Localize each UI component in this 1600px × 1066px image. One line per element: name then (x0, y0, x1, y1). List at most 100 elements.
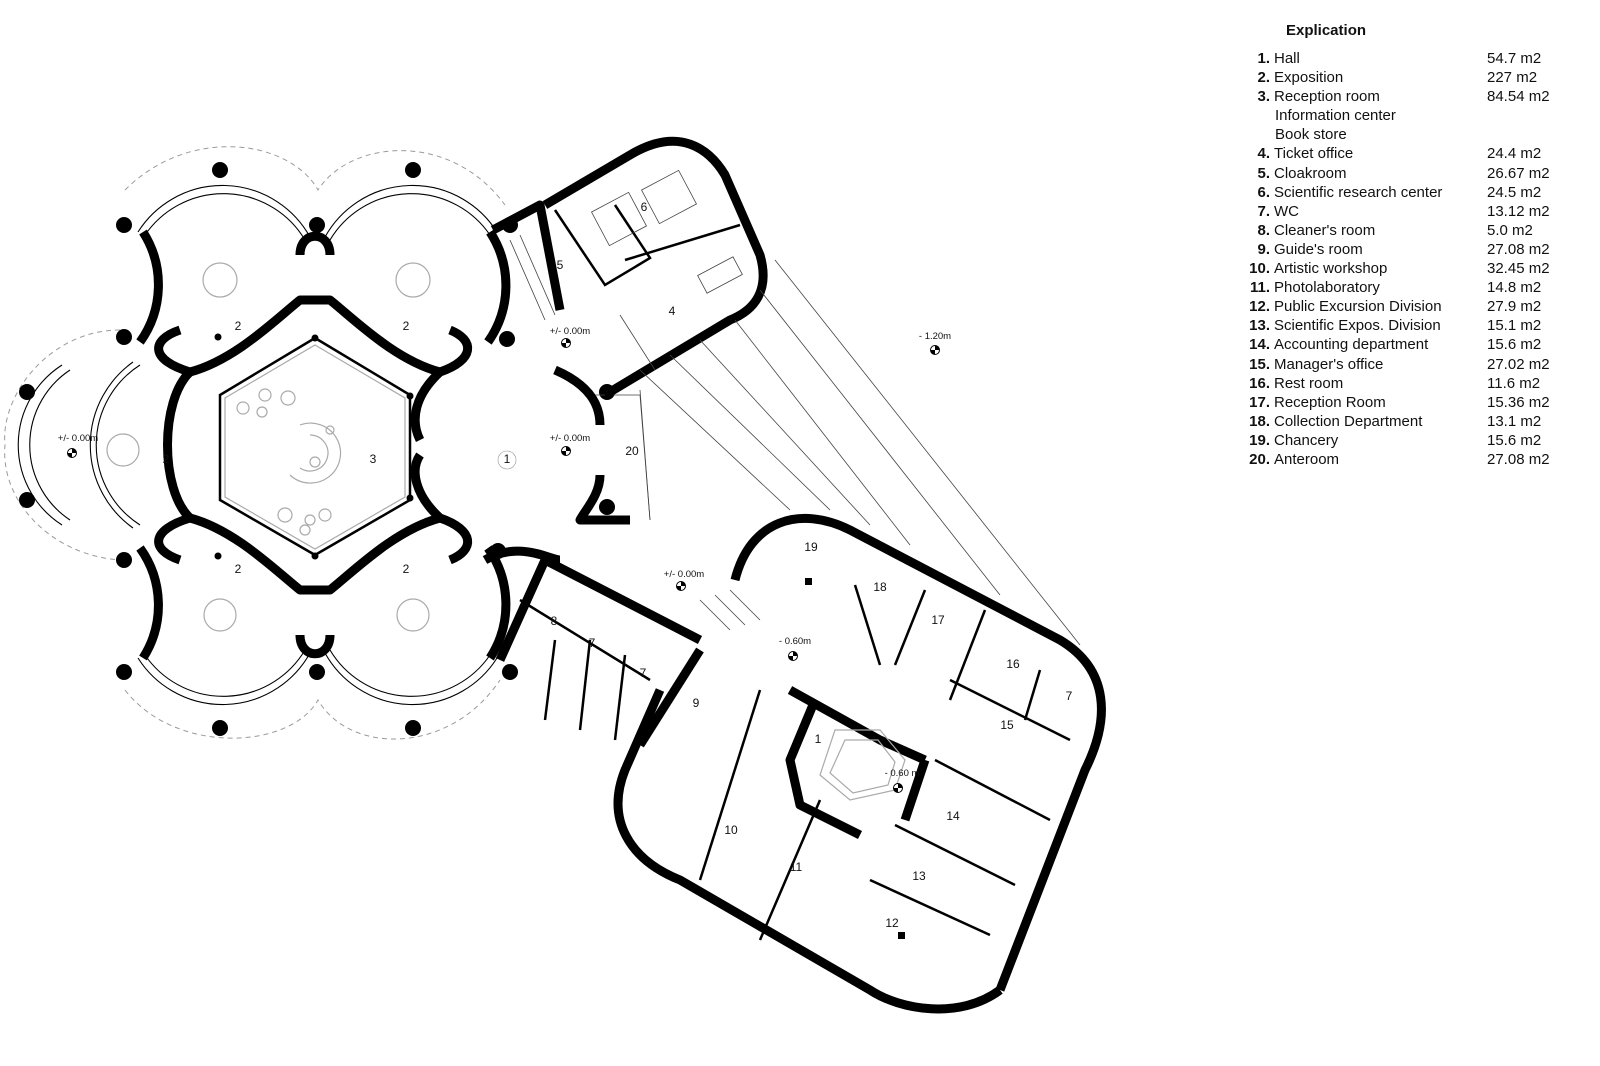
room-name: Cleaner's room (1274, 221, 1376, 239)
room-label: 2 (235, 562, 242, 576)
room-area: 24.5 m2 (1487, 183, 1542, 201)
room-number: 16. (1249, 374, 1270, 392)
room-area: 27.02 m2 (1487, 355, 1550, 373)
explication-row: 9.Guide's room 27.08 m2 (1242, 240, 1592, 259)
room-area: 27.08 m2 (1487, 450, 1550, 468)
room-area: 13.1 m2 (1487, 412, 1542, 430)
explication-row: 2.Exposition 227 m2 (1242, 68, 1592, 87)
room-area: 11.6 m2 (1487, 374, 1541, 392)
room-area: 5.0 m2 (1487, 221, 1533, 239)
room-number: 4. (1257, 145, 1270, 163)
room-name: Photolaboratory (1274, 279, 1380, 297)
room-label: 8 (551, 614, 558, 628)
explication-title: Explication (1286, 22, 1367, 39)
room-number: 1. (1257, 50, 1270, 67)
room-number: 3. (1257, 88, 1270, 106)
room-number: 8. (1257, 221, 1270, 239)
room-area: 54.7 m2 (1487, 50, 1542, 67)
explication-row: 7.WC 13.12 m2 (1242, 202, 1592, 221)
svg-text:+/- 0.00m: +/- 0.00m (58, 433, 98, 444)
room-name: Scientific research center (1274, 183, 1443, 201)
room-name: Reception Room (1274, 393, 1386, 411)
room-name: Anteroom (1274, 450, 1340, 468)
explication-row: 18.Collection Department 13.1 m2 (1242, 412, 1592, 431)
room-label: 15 (1000, 718, 1014, 732)
room-number: 17. (1249, 393, 1270, 411)
room-subname: Information center (1275, 107, 1396, 125)
room-label: 11 (790, 860, 803, 874)
room-name: Manager's office (1274, 355, 1384, 373)
room-name: Guide's room (1274, 240, 1363, 258)
room-label: 10 (724, 823, 738, 837)
room-labels: 1 2 2 2 2 2 3 4 5 6 7 7 7 8 9 10 1 11 12… (163, 200, 1073, 930)
level-marker: +/- 0.00m (550, 433, 590, 456)
svg-text:+/- 0.00m: +/- 0.00m (550, 433, 590, 444)
room-area: 24.4 m2 (1487, 145, 1542, 163)
room-area: 15.6 m2 (1487, 336, 1542, 354)
room-label: 2 (235, 319, 242, 333)
room-number: 9. (1257, 240, 1270, 258)
room-area: 27.08 m2 (1487, 240, 1550, 258)
level-marker: +/- 0.00m (58, 433, 98, 458)
explication-row: 6.Scientific research center 24.5 m2 (1242, 183, 1592, 202)
room-number: 11. (1249, 279, 1270, 297)
lower-block (495, 513, 1106, 1014)
room-name: Ticket office (1274, 145, 1354, 163)
room-label: 17 (931, 613, 945, 627)
room-label: 18 (873, 580, 887, 594)
room-number: 19. (1249, 431, 1270, 449)
floor-plan: 1 2 2 2 2 2 3 4 5 6 7 7 7 8 9 10 1 11 12… (4, 136, 1106, 1014)
dashed-outline (4, 146, 506, 740)
room-label: 2 (403, 562, 410, 576)
room-label: 1 (504, 452, 511, 466)
room-name: Chancery (1274, 431, 1339, 449)
room-area: 15.36 m2 (1487, 393, 1550, 411)
room-name: Exposition (1274, 69, 1344, 87)
room-label: 12 (885, 916, 899, 930)
room-label: 6 (641, 200, 648, 214)
room-number: 7. (1257, 202, 1270, 220)
room-label: 4 (669, 304, 676, 318)
room-label: 5 (557, 258, 564, 272)
room-name: Collection Department (1274, 412, 1423, 430)
room-subname: Book store (1275, 126, 1347, 144)
room-label: 7 (1066, 689, 1073, 703)
room-label: 2 (163, 452, 170, 466)
room-number: 13. (1249, 317, 1270, 335)
room-area: 84.54 m2 (1487, 88, 1550, 106)
room-name: WC (1274, 202, 1299, 220)
explication-row: 8.Cleaner's room 5.0 m2 (1242, 221, 1592, 240)
room-area: 13.12 m2 (1487, 202, 1550, 220)
room-area: 15.6 m2 (1487, 431, 1542, 449)
room-name: Cloakroom (1274, 164, 1347, 182)
svg-text:+/- 0.00m: +/- 0.00m (550, 326, 590, 337)
room-label: 20 (625, 444, 639, 458)
room-label: 1 (815, 732, 822, 746)
room-area: 32.45 m2 (1487, 260, 1550, 278)
room-number: 5. (1257, 164, 1270, 182)
room-number: 15. (1249, 355, 1270, 373)
room-label: 9 (693, 696, 700, 710)
room-name: Public Excursion Division (1274, 298, 1442, 316)
room-name: Reception room (1274, 88, 1380, 106)
room-name: Artistic workshop (1274, 260, 1388, 278)
svg-text:- 1.20m: - 1.20m (919, 331, 951, 342)
level-marker: - 0.60 m (885, 768, 920, 793)
room-number: 6. (1257, 183, 1270, 201)
room-name: Scientific Expos. Division (1274, 317, 1441, 335)
explication-row: 3.Reception room 84.54 m2 (1242, 87, 1592, 106)
room-label: 13 (912, 869, 926, 883)
level-markers: +/- 0.00m +/- 0.00m +/- 0.00m +/- 0.00m … (58, 326, 951, 793)
exposition-halls (17, 184, 511, 706)
room-label: 16 (1006, 657, 1020, 671)
room-number: 10. (1249, 260, 1270, 278)
svg-text:- 0.60 m: - 0.60 m (885, 768, 920, 779)
room-number: 2. (1257, 69, 1270, 87)
room-number: 18. (1249, 412, 1270, 430)
svg-text:+/- 0.00m: +/- 0.00m (664, 569, 704, 580)
room-area: 227 m2 (1487, 69, 1538, 87)
